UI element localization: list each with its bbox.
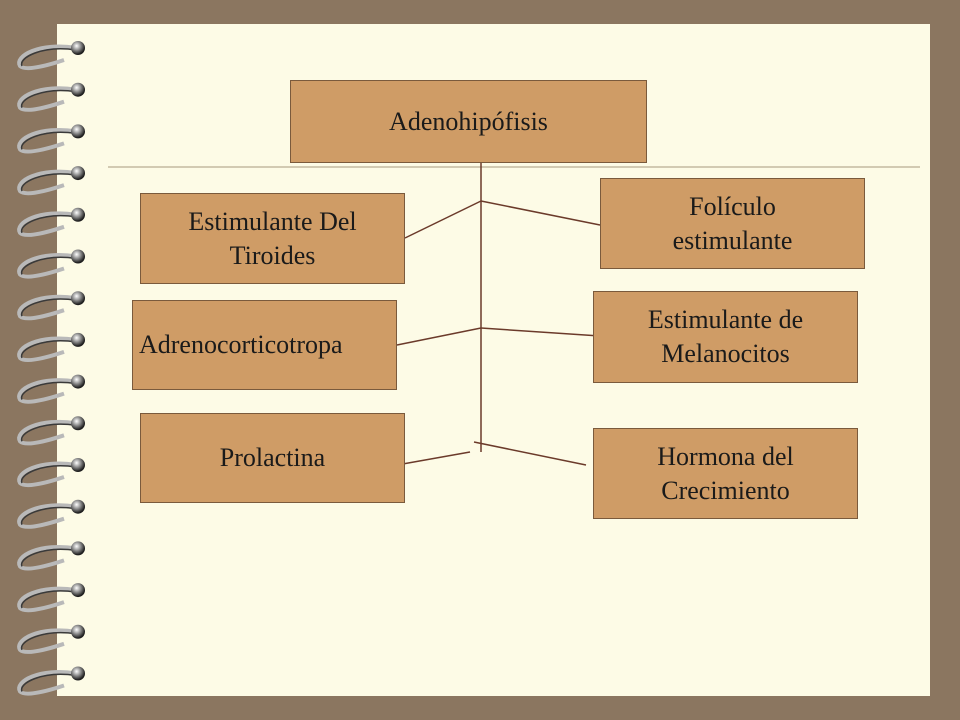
binding-ring-shadow <box>20 381 77 400</box>
binding-ring-shadow <box>20 632 77 651</box>
binding-ring-shadow <box>20 423 77 442</box>
binding-ring <box>17 503 77 529</box>
node-hormona-crecimiento: Hormona del Crecimiento <box>593 428 858 519</box>
binding-hole <box>71 166 85 181</box>
node-adrenocorticotropa: Adrenocorticotropa <box>132 300 397 390</box>
binding-hole <box>71 541 85 556</box>
node-adenohipofisis: Adenohipófisis <box>290 80 647 163</box>
node-label: Adrenocorticotropa <box>139 330 343 359</box>
binding-ring <box>17 169 77 196</box>
node-estimulante-melanocitos: Estimulante de Melanocitos <box>593 291 858 383</box>
connector-gh <box>473 441 587 466</box>
binding-hole <box>71 124 85 139</box>
node-label: Hormona del Crecimiento <box>657 441 794 505</box>
binding-hole <box>71 624 85 639</box>
binding-hole <box>71 207 85 222</box>
binding-ring <box>17 253 77 279</box>
connector-acth <box>396 327 482 346</box>
binding-ring-shadow <box>20 256 77 275</box>
binding-ring-shadow <box>20 340 77 359</box>
binding-ring <box>17 378 77 404</box>
node-label: Folículo estimulante <box>672 191 793 255</box>
binding-ring <box>17 586 77 613</box>
binding-hole <box>71 583 85 598</box>
binding-ring <box>17 128 77 154</box>
binding-ring <box>17 211 77 237</box>
binding-hole <box>71 374 85 389</box>
binding-ring <box>17 628 77 654</box>
binding-hole <box>71 499 85 514</box>
node-foliculo-estimulante: Folículo estimulante <box>600 178 865 269</box>
node-estimulante-tiroides: Estimulante Del Tiroides <box>140 193 405 284</box>
binding-hole <box>71 41 85 55</box>
binding-ring-shadow <box>20 215 77 234</box>
binding-ring <box>17 461 77 488</box>
binding-ring <box>17 419 77 446</box>
binding-ring <box>17 336 77 363</box>
binding-ring-shadow <box>20 590 77 609</box>
binding-hole <box>71 82 85 97</box>
binding-ring-shadow <box>20 131 77 150</box>
binding-hole <box>71 416 85 431</box>
binding-hole <box>71 458 85 472</box>
node-label: Adenohipófisis <box>389 106 548 136</box>
binding-ring <box>17 294 77 321</box>
binding-ring <box>17 44 77 71</box>
binding-ring-shadow <box>20 173 77 192</box>
node-label: Estimulante Del Tiroides <box>188 206 357 270</box>
binding-ring <box>17 86 77 112</box>
node-label: Estimulante de Melanocitos <box>647 305 804 368</box>
binding-ring <box>17 545 77 571</box>
spiral-binding <box>17 41 85 696</box>
node-label: Prolactina <box>219 443 326 472</box>
binding-ring-shadow <box>20 548 77 567</box>
binding-hole <box>71 291 85 306</box>
connector-msh <box>480 327 601 337</box>
connector-fsh <box>480 200 601 226</box>
connector-prl <box>396 451 471 466</box>
binding-hole <box>71 332 85 347</box>
binding-hole <box>71 666 85 681</box>
binding-ring-shadow <box>20 89 77 109</box>
binding-ring-shadow <box>20 298 77 317</box>
connector-tsh <box>404 200 482 239</box>
binding-ring-shadow <box>20 48 77 67</box>
binding-ring-shadow <box>20 465 77 484</box>
binding-ring-shadow <box>20 673 77 692</box>
binding-hole <box>71 249 85 264</box>
binding-ring-shadow <box>20 506 77 526</box>
node-prolactina: Prolactina <box>140 413 405 503</box>
binding-ring <box>17 670 77 696</box>
